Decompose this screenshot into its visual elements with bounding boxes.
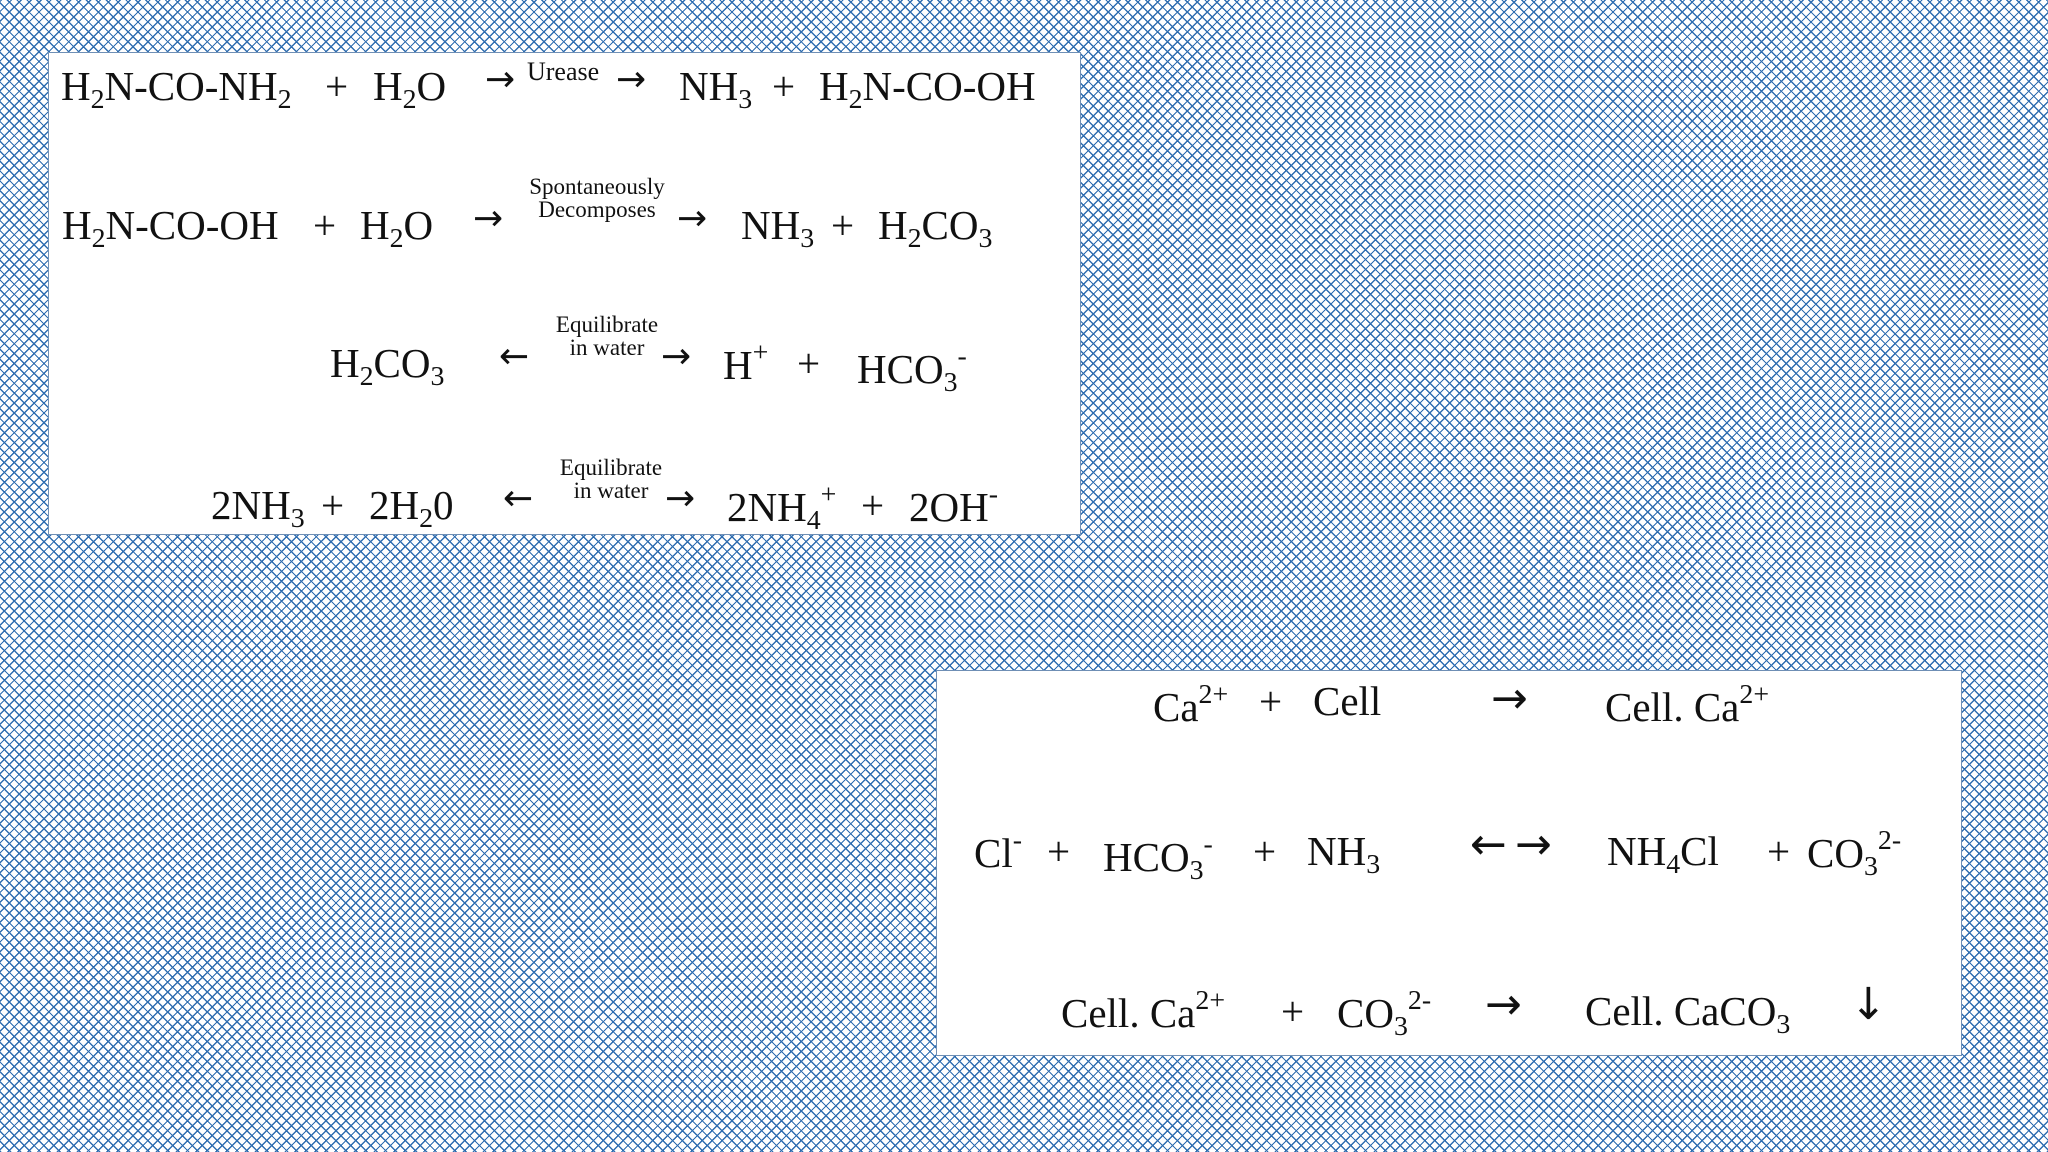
r4-condition-line-1: Equilibrate xyxy=(559,455,663,480)
r2-plus: + xyxy=(313,202,337,248)
r6-reactant-bicarbonate: HCO3- xyxy=(1103,829,1213,886)
r4-reactant-ammonia: 2NH3 xyxy=(211,482,305,534)
r5-product-cell-calcium: Cell. Ca2+ xyxy=(1605,679,1770,731)
r5-reactant-calcium-ion: Ca2+ xyxy=(1153,679,1229,731)
r1-condition-label: Urease xyxy=(527,57,600,86)
r4-product-hydroxide: 2OH- xyxy=(909,479,999,531)
r3-reactant-carbonic-acid: H2CO3 xyxy=(330,340,445,392)
r6-plus: + xyxy=(1047,828,1071,874)
r4-condition-label: Equilibrate in water xyxy=(541,456,681,502)
r7-reactant-cell-calcium: Cell. Ca2+ xyxy=(1061,985,1226,1037)
r2-plus-2: + xyxy=(831,202,855,248)
r5-reactant-cell: Cell xyxy=(1313,678,1382,724)
r2-reactant-water: H2O xyxy=(360,202,434,254)
r3-product-bicarbonate: HCO3- xyxy=(857,341,967,398)
r1-product-ammonia: NH3 xyxy=(679,63,753,115)
r3-condition-line-1: Equilibrate xyxy=(555,312,659,337)
r4-reactant-water: 2H20 xyxy=(369,482,454,534)
r1-right-arrow-icon-2: → xyxy=(616,59,647,100)
r6-plus-3: + xyxy=(1767,828,1791,874)
r2-condition-label: Spontaneously Decomposes xyxy=(509,175,685,221)
r6-plus-2: + xyxy=(1253,828,1277,874)
r3-left-arrow-icon: ← xyxy=(499,336,530,377)
r6-product-ammonium-chloride: NH4Cl xyxy=(1607,828,1719,880)
r7-right-arrow-icon: → xyxy=(1485,979,1522,1030)
r2-product-ammonia: NH3 xyxy=(741,202,815,254)
r4-plus: + xyxy=(321,482,345,528)
r6-right-arrow-icon: → xyxy=(1515,819,1552,870)
r3-product-proton: H+ xyxy=(723,337,769,389)
r4-right-arrow-icon: → xyxy=(665,478,696,519)
r6-reactant-ammonia: NH3 xyxy=(1307,828,1381,880)
r4-condition-line-2: in water xyxy=(573,478,649,503)
r3-condition-label: Equilibrate in water xyxy=(537,313,677,359)
r1-right-arrow-icon: → xyxy=(485,59,516,100)
r1-plus: + xyxy=(325,63,349,109)
r5-right-arrow-icon: → xyxy=(1491,673,1528,724)
calcite-precipitation-box: Ca2+ + Cell → Cell. Ca2+ Cl- + HCO3- + N… xyxy=(936,670,1962,1056)
r4-left-arrow-icon: ← xyxy=(503,478,534,519)
r2-condition-line-2: Decomposes xyxy=(538,197,656,222)
r3-right-arrow-icon: → xyxy=(661,336,692,377)
r3-condition-line-2: in water xyxy=(569,335,645,360)
r6-left-arrow-icon: ← xyxy=(1470,819,1507,870)
r3-plus: + xyxy=(797,340,821,386)
r2-reactant-carbamic-acid: H2N-CO-OH xyxy=(62,202,279,254)
r2-condition-line-1: Spontaneously xyxy=(529,174,665,199)
urease-reactions-box: H2N-CO-NH2 + H2O → Urease → NH3 + H2N-CO… xyxy=(48,52,1081,535)
r4-plus-2: + xyxy=(861,482,885,528)
r2-right-arrow-icon: → xyxy=(473,198,504,239)
r2-right-arrow-icon-2: → xyxy=(677,198,708,239)
r5-plus: + xyxy=(1259,678,1283,724)
r2-product-carbonic-acid: H2CO3 xyxy=(878,202,993,254)
r1-reactant-water: H2O xyxy=(373,63,447,115)
r7-plus: + xyxy=(1281,988,1305,1034)
r7-product-cell-calcium-carbonate: Cell. CaCO3 xyxy=(1585,988,1791,1040)
r7-reactant-carbonate: CO32- xyxy=(1337,985,1432,1042)
r1-product-carbamic-acid: H2N-CO-OH xyxy=(819,63,1036,115)
r6-product-carbonate: CO32- xyxy=(1807,825,1902,882)
r1-plus-2: + xyxy=(772,63,796,109)
r1-reactant-urea: H2N-CO-NH2 xyxy=(61,63,292,115)
r4-product-ammonium: 2NH4+ xyxy=(727,479,837,536)
r6-reactant-chloride: Cl- xyxy=(974,825,1023,877)
precipitate-down-arrow-icon: ↓ xyxy=(1850,979,1887,1030)
